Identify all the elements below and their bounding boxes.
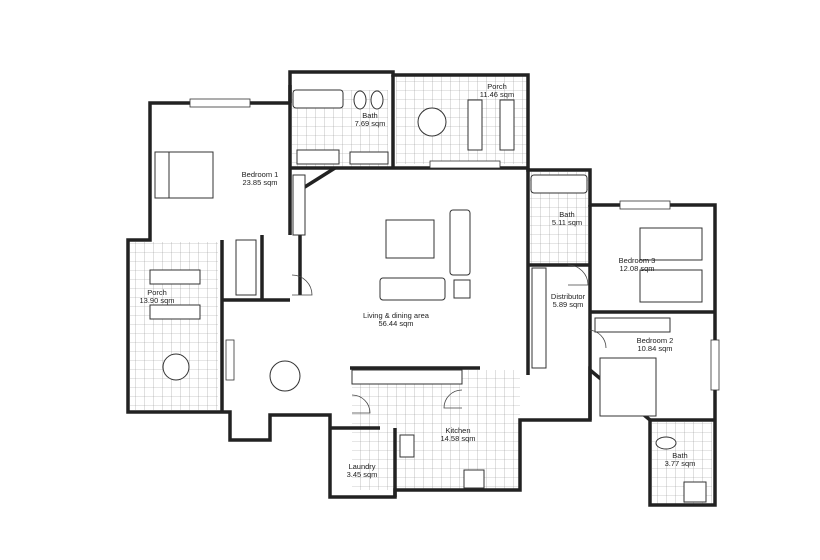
doors [291, 264, 607, 414]
armchair-icon [453, 279, 471, 299]
wardrobe-icon [292, 174, 306, 236]
room-name: Distributor [551, 292, 586, 301]
dining-table-icon [269, 360, 301, 392]
wardrobe-icon [349, 151, 389, 165]
window [619, 200, 671, 210]
room-bedroom-3: Bedroom 312.08 sqm [619, 256, 656, 273]
door [587, 329, 607, 349]
room-area: 3.77 sqm [665, 459, 696, 468]
room-area: 13.90 sqm [139, 296, 174, 305]
room-area: 5.89 sqm [553, 300, 584, 309]
room-bedroom-1: Bedroom 123.85 sqm [242, 170, 279, 187]
furniture [149, 89, 707, 503]
room-name: Bedroom 2 [637, 336, 674, 345]
window [189, 98, 251, 108]
windows [189, 98, 720, 391]
round-table-icon [417, 107, 447, 137]
room-area: 10.84 sqm [637, 344, 672, 353]
room-name: Living & dining area [363, 311, 430, 320]
kitchen-sink-icon [399, 434, 415, 458]
room-area: 23.85 sqm [242, 178, 277, 187]
room-name: Bath [559, 210, 574, 219]
porch-table-icon [162, 353, 190, 381]
sofa-icon [379, 277, 446, 301]
shower-icon [683, 481, 707, 503]
door [291, 274, 313, 296]
window [225, 339, 235, 381]
bathtub-icon [292, 89, 344, 109]
bathtub-icon [530, 174, 588, 194]
room-area: 56.44 sqm [378, 319, 413, 328]
door [567, 264, 589, 286]
bidet-icon [370, 90, 384, 110]
door [351, 394, 371, 414]
window [710, 339, 720, 391]
room-area: 5.11 sqm [552, 218, 582, 227]
bed-icon [639, 269, 703, 303]
sunlounger-icon [467, 99, 483, 151]
sink-icon [296, 149, 340, 165]
room-name: Bath [362, 111, 377, 120]
wardrobe-icon [531, 267, 547, 369]
door [443, 389, 463, 409]
sunlounger-icon [499, 99, 515, 151]
bed-icon [639, 227, 703, 261]
sunlounger-icon [149, 269, 201, 285]
room-area: 3.45 sqm [347, 470, 378, 479]
sofa-icon [449, 209, 471, 276]
bed-pillow-icon [154, 151, 170, 199]
bed-icon [599, 357, 657, 417]
kitchen-floor [352, 370, 520, 490]
room-name: Laundry [348, 462, 375, 471]
coffee-table-icon [385, 219, 435, 259]
room-area: 12.08 sqm [619, 264, 654, 273]
room-area: 14.58 sqm [440, 434, 475, 443]
room-name: Porch [487, 82, 507, 91]
toilet-icon [353, 90, 367, 110]
wardrobe-icon [594, 317, 671, 333]
porch-left-floor [130, 242, 218, 410]
room-name: Kitchen [445, 426, 470, 435]
room-name: Bedroom 1 [242, 170, 279, 179]
window [429, 160, 501, 169]
cooktop-icon [463, 469, 485, 489]
room-name: Porch [147, 288, 167, 297]
toilet-icon [655, 436, 677, 450]
room-bedroom-2: Bedroom 210.84 sqm [637, 336, 674, 353]
kitchen-counter-icon [351, 369, 463, 385]
room-area: 11.46 sqm [480, 90, 514, 99]
room-name: Bedroom 3 [619, 256, 656, 265]
wardrobe-icon [235, 239, 257, 296]
sunlounger-icon [149, 304, 201, 320]
room-area: 7.69 sqm [355, 119, 386, 128]
room-name: Bath [672, 451, 687, 460]
